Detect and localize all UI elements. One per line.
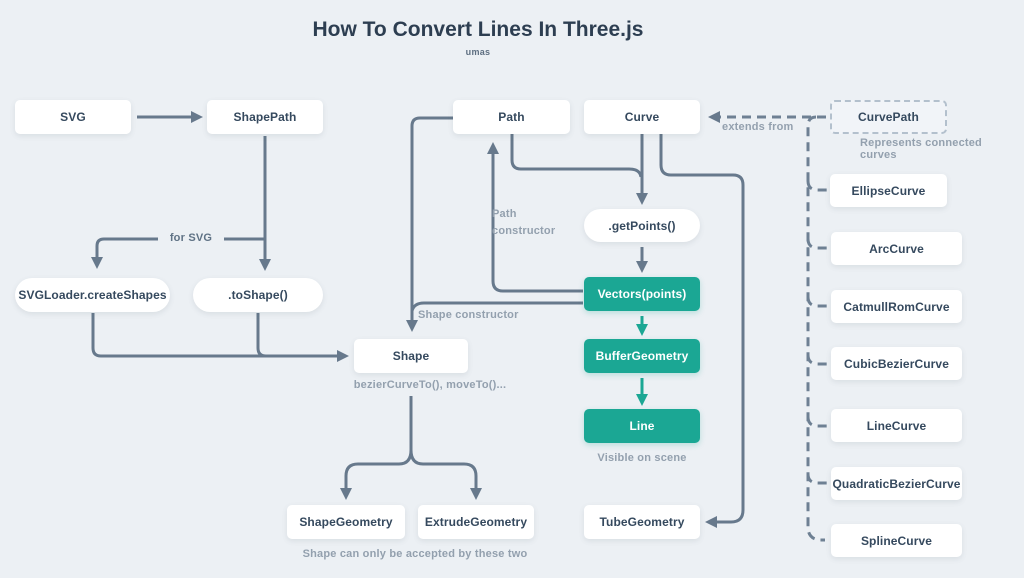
line-path-constructor [487, 142, 583, 293]
node-quadraticbeziercurve: QuadraticBezierCurve [831, 467, 962, 500]
node-tubegeometry: TubeGeometry [584, 505, 700, 539]
dashed-stub-arccurve [806, 238, 827, 250]
line-branch-for-svg [91, 237, 265, 269]
dashed-stub-cubicbeziercurve [806, 354, 827, 366]
node-toshape: .toShape() [193, 278, 323, 312]
node-arccurve: ArcCurve [831, 232, 962, 265]
node-cubicbeziercurve: CubicBezierCurve [831, 347, 962, 380]
node-curvepath: CurvePath [830, 100, 947, 134]
page-title: How To Convert Lines In Three.js [312, 18, 644, 41]
label-extends-from: extends from [722, 121, 794, 133]
label-shape-methods: bezierCurveTo(), moveTo()... [353, 379, 507, 391]
node-path: Path [453, 100, 570, 134]
line-svgloader-to-shape [91, 313, 349, 362]
node-shapepath: ShapePath [207, 100, 323, 134]
line-toshape-merge [256, 313, 267, 358]
line-path-to-shape [406, 116, 453, 332]
node-ellipsecurve: EllipseCurve [830, 174, 947, 207]
node-extrudegeometry: ExtrudeGeometry [418, 505, 534, 539]
page-subtitle: umas [465, 47, 491, 57]
node-shapegeometry: ShapeGeometry [287, 505, 405, 539]
dashed-stub-linecurve [806, 416, 827, 428]
dashed-stub-ellipsecurve [806, 180, 827, 192]
line-fork-to-extrudegeometry [409, 449, 482, 500]
node-curve: Curve [584, 100, 700, 134]
label-visible-on-scene: Visible on scene [597, 452, 687, 464]
node-svg: SVG [15, 100, 131, 134]
node-getpoints: .getPoints() [584, 209, 700, 242]
node-shape: Shape [354, 339, 468, 373]
line-fork-to-shapegeometry [340, 449, 413, 500]
label-path-constructor: Path constructor [492, 208, 556, 237]
node-svgloader-createshapes: SVGLoader.createShapes [15, 278, 170, 312]
node-catmullromcurve: CatmullRomCurve [831, 290, 962, 323]
line-curve-to-tubegeometry [659, 134, 745, 528]
node-vectors-points: Vectors(points) [584, 277, 700, 311]
node-buffergeometry: BufferGeometry [584, 339, 700, 373]
label-represents-connected-curves: Represents connected curves [860, 137, 982, 161]
label-shape-accepted: Shape can only be accepted by these two [302, 548, 528, 560]
line-path-to-getpoints [510, 134, 643, 178]
label-for-svg: for SVG [158, 232, 224, 244]
node-splinecurve: SplineCurve [831, 524, 962, 557]
node-line: Line [584, 409, 700, 443]
dashed-stub-quadraticbeziercurve [806, 473, 827, 485]
dashed-curvepath-trunk [806, 115, 825, 542]
node-linecurve: LineCurve [831, 409, 962, 442]
dashed-stub-catmullromcurve [806, 296, 827, 308]
label-shape-constructor: Shape constructor [418, 309, 519, 321]
